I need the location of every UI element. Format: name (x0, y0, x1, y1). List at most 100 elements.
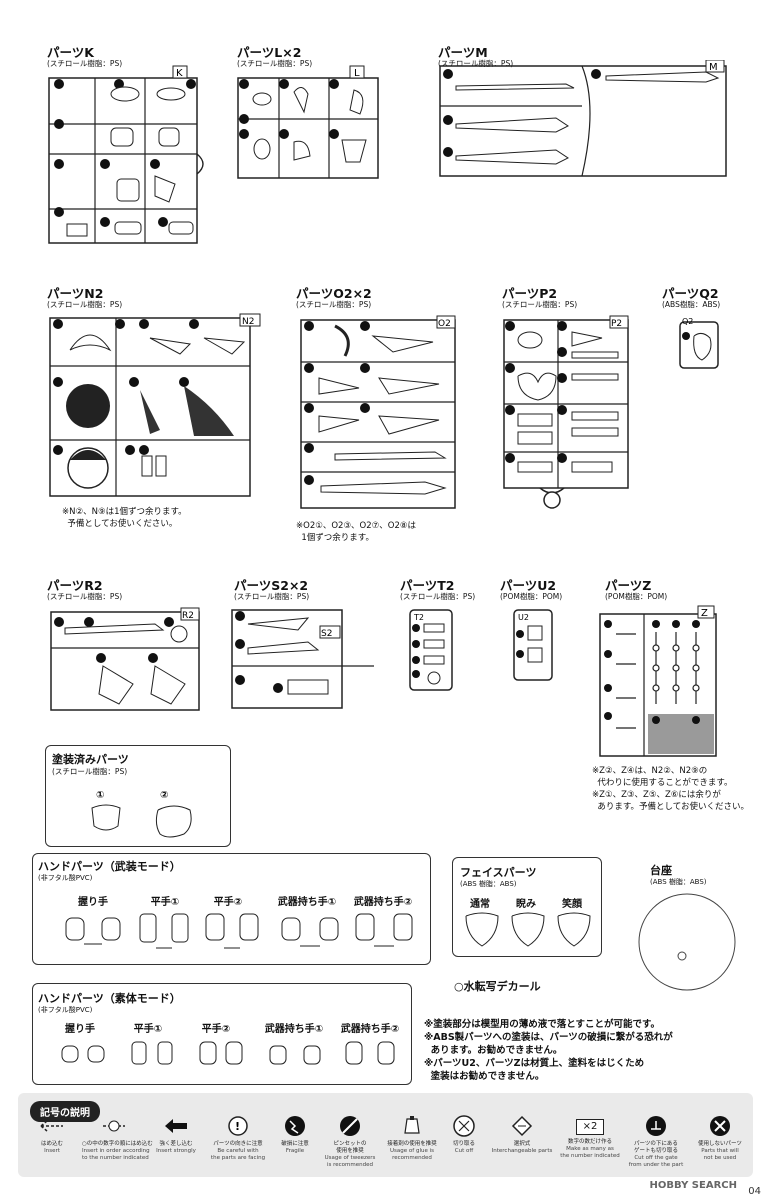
runner-p2-diagram: P2 (503, 315, 629, 509)
runner-z-tag: Z (701, 608, 708, 619)
parts-u2-material: (POM樹脂：POM) (500, 592, 563, 601)
fragile-icon (285, 1116, 305, 1136)
painted-parts-title: 塗装済みパーツ (52, 753, 129, 766)
parts-u2-title: パーツU2 (500, 578, 557, 593)
hand-body-label-5: 武器持ち手② (340, 1024, 400, 1035)
painted-parts-box (45, 745, 231, 847)
base-material: (ABS 樹脂：ABS) (650, 878, 707, 886)
runner-o2-tag: O2 (438, 319, 451, 329)
face-label-smile: 笑顔 (562, 899, 582, 910)
hand-armed-label-5: 武器持ち手② (353, 897, 413, 908)
parts-m-material: (スチロール樹脂：PS) (438, 59, 514, 68)
page-number: 04 (748, 1186, 761, 1197)
base-figure (638, 893, 736, 991)
parts-q2-material: (ABS樹脂：ABS) (662, 300, 721, 309)
face-parts-figures (465, 912, 591, 947)
numbered-insert-icon (103, 1120, 125, 1132)
hand-armed-label-1: 握り手 (78, 897, 108, 908)
face-parts-box (452, 857, 602, 957)
runner-k-tag: K (176, 68, 183, 79)
runner-p2-tag: P2 (611, 319, 622, 329)
insert-arrow-icon (40, 1120, 63, 1132)
hand-armed-label-2: 平手① (150, 897, 180, 908)
times-two-icon: ×2 (576, 1119, 604, 1135)
runner-l-tag: L (354, 68, 360, 79)
watermark: HOBBY SEARCH (649, 1180, 737, 1191)
parts-o2-title: パーツO2×2 (296, 286, 372, 301)
runner-u2-tag: U2 (518, 613, 529, 622)
parts-o2-material: (スチロール樹脂：PS) (296, 300, 372, 309)
runner-l-diagram: L (237, 65, 379, 179)
hand-body-figures (61, 1041, 395, 1065)
parts-m-title: パーツM (438, 45, 488, 60)
tweezers-icon (340, 1116, 360, 1136)
runner-o2-diagram: O2 (300, 315, 456, 509)
cut-icon (453, 1115, 475, 1137)
parts-k-material: (スチロール樹脂：PS) (47, 59, 123, 68)
parts-k-title: パーツK (47, 45, 94, 60)
caution-icon: ! (228, 1116, 248, 1136)
hand-body-label-2: 平手① (133, 1024, 163, 1035)
painted-part-1-label: ① (96, 790, 105, 801)
parts-s2-title: パーツS2×2 (234, 578, 309, 593)
parts-z-material: (POM樹脂：POM) (605, 592, 668, 601)
runner-n2-diagram: N2 (49, 313, 261, 497)
painted-parts-figures (91, 804, 192, 838)
runner-m-tag: M (709, 62, 718, 73)
z-note: ※Z②、Z④は、N2②、N2⑨の 代わりに使用することができます。 ※Z①、Z③… (592, 766, 750, 812)
runner-t2-tag: T2 (413, 613, 424, 622)
hand-body-box (32, 983, 412, 1085)
painted-part-2-label: ② (160, 790, 169, 801)
hand-armed-label-3: 平手② (213, 897, 243, 908)
parts-l-material: (スチロール樹脂：PS) (237, 59, 313, 68)
hand-armed-title: ハンドパーツ（武装モード） (38, 860, 181, 873)
parts-t2-material: (スチロール樹脂：PS) (400, 592, 476, 601)
runner-q2-diagram: Q2 (679, 317, 719, 369)
o2-spare-note: ※O2①、O2③、O2⑦、O2⑧は 1個ずつ余ります。 (296, 521, 416, 543)
hand-armed-material: (非フタル酸PVC) (38, 874, 93, 882)
parts-s2-material: (スチロール樹脂：PS) (234, 592, 310, 601)
gate-cut-icon (646, 1116, 666, 1136)
parts-l-title: パーツL×2 (237, 45, 302, 60)
runner-n2-tag: N2 (242, 317, 254, 327)
runner-t2-diagram: T2 (409, 609, 453, 691)
legend-title: 記号の説明 (30, 1101, 100, 1122)
hand-body-label-3: 平手② (201, 1024, 231, 1035)
hand-body-material: (非フタル酸PVC) (38, 1006, 93, 1014)
parts-q2-title: パーツQ2 (662, 286, 719, 301)
n2-spare-note: ※N②、N⑨は1個ずつ余ります。 予備としてお使いください。 (62, 507, 187, 529)
runner-k-diagram: K (48, 65, 204, 244)
runner-r2-diagram: R2 (50, 607, 200, 711)
svg-text:!: ! (235, 1120, 240, 1133)
not-used-icon (710, 1116, 730, 1136)
hand-armed-label-4: 武器持ち手① (277, 897, 337, 908)
face-label-glare: 睨み (516, 899, 536, 910)
runner-m-diagram: M (439, 60, 727, 177)
face-label-normal: 通常 (470, 899, 490, 910)
decal-label: ○水転写デカール (454, 980, 541, 993)
parts-r2-title: パーツR2 (47, 578, 103, 593)
strong-insert-icon (165, 1119, 187, 1133)
face-parts-title: フェイスパーツ (460, 866, 537, 879)
parts-n2-title: パーツN2 (47, 286, 104, 301)
parts-n2-material: (スチロール樹脂：PS) (47, 300, 123, 309)
runner-z-diagram: Z (599, 605, 717, 757)
hand-body-label-1: 握り手 (65, 1024, 95, 1035)
paint-notes: ※塗装部分は模型用の薄め液で落とすことが可能です。 ※ABS製パーツへの塗装は、… (424, 1019, 673, 1082)
face-parts-material: (ABS 樹脂：ABS) (460, 880, 517, 888)
painted-parts-material: (スチロール樹脂：PS) (52, 767, 128, 776)
hand-armed-box (32, 853, 431, 965)
hand-body-label-4: 武器持ち手① (264, 1024, 324, 1035)
